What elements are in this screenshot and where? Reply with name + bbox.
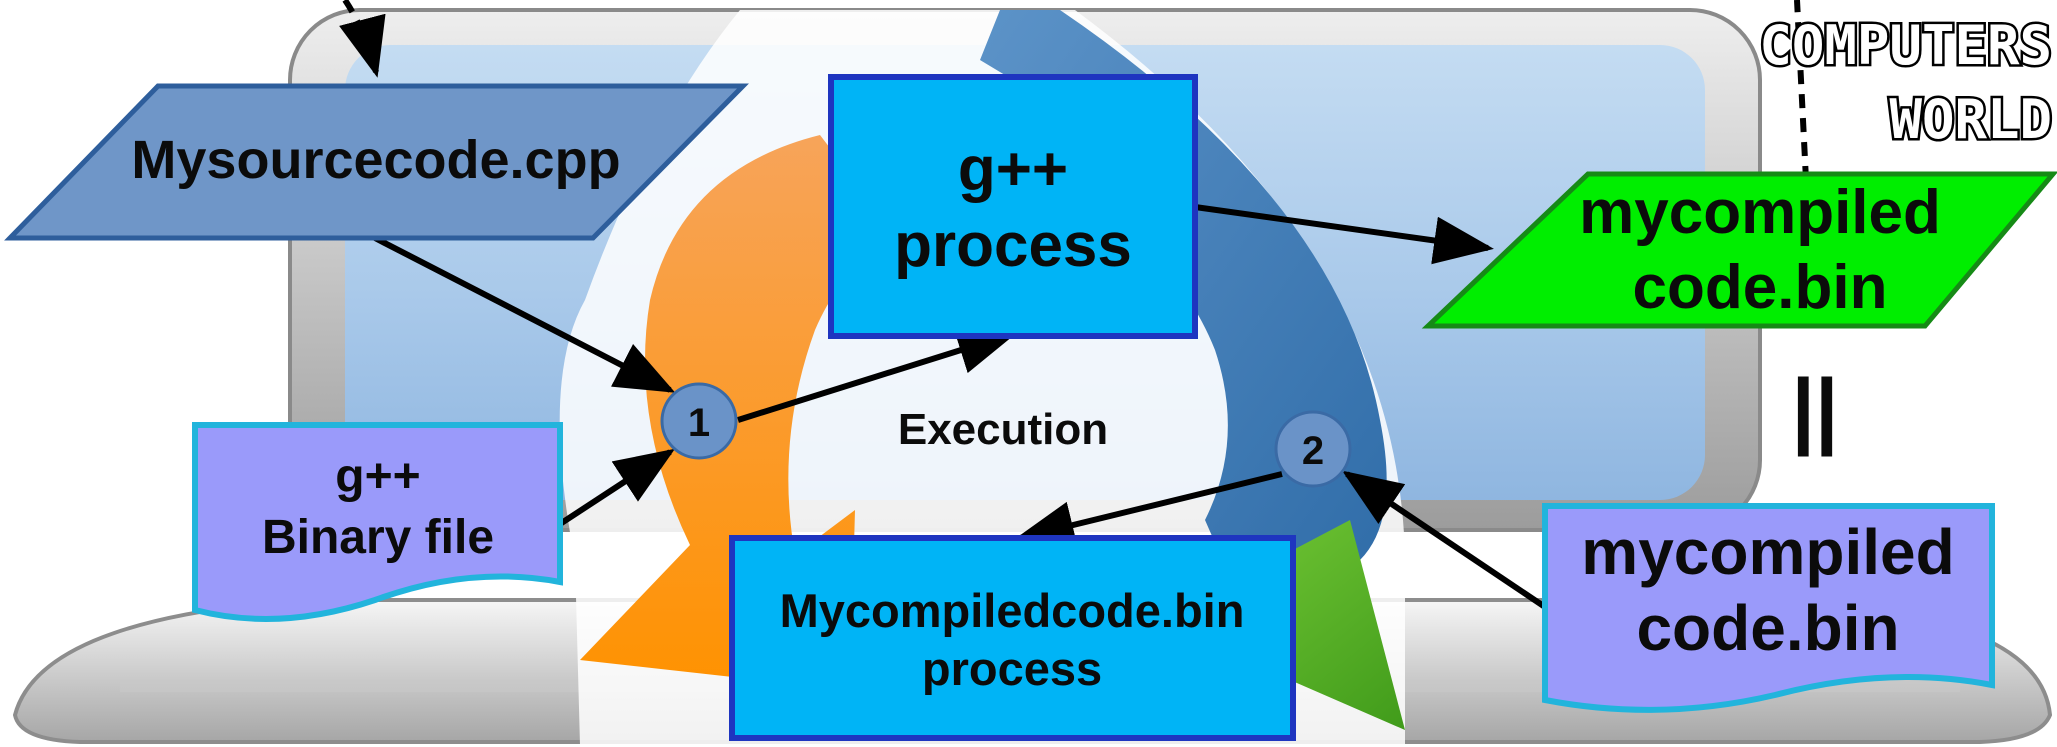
- source-file-label: Mysourcecode.cpp: [131, 130, 620, 190]
- compiled-output-line1: mycompiled: [1579, 178, 1941, 247]
- arrow-step2-to-runtime: [1014, 471, 1283, 549]
- gpp-process-box: [828, 74, 1198, 339]
- step2-circle: [1274, 410, 1352, 488]
- source-file-node: Mysourcecode.cpp: [4, 83, 749, 241]
- computers-world-logo: COMPUTERS WORLD: [1757, 12, 2055, 154]
- source-file-shape: [4, 83, 749, 241]
- gpp-binary-line1: g++: [335, 450, 420, 503]
- gpp-process-line1: g++: [958, 135, 1068, 204]
- arrow-gpp-to-output: [1194, 204, 1494, 265]
- step1-label: 1: [688, 401, 710, 445]
- gpp-process-line2: process: [894, 211, 1132, 280]
- logo-line2: WORLD: [1889, 88, 2052, 151]
- arrow-step1-to-gpp: [737, 327, 1018, 423]
- step2-label: 2: [1302, 429, 1324, 473]
- compiled-file-line2: code.bin: [1636, 592, 1899, 664]
- gpp-binary-node: g++ Binary file: [192, 422, 563, 622]
- connectors: [339, 0, 1809, 610]
- compiled-output-line2: code.bin: [1633, 253, 1888, 322]
- dashed-arrow-top-left: [339, 0, 386, 78]
- runtime-process-node: Mycompiledcode.bin process: [729, 535, 1296, 741]
- compiled-output-node: mycompiled code.bin: [1421, 171, 2057, 329]
- gpp-binary-shape: [192, 422, 563, 622]
- step1-circle: [660, 382, 738, 460]
- step2-node: 2: [1274, 410, 1352, 488]
- gpp-binary-line2: Binary file: [262, 511, 494, 564]
- runtime-process-box: [729, 535, 1296, 741]
- compiled-output-shape: [1421, 171, 2057, 329]
- step1-node: 1: [660, 382, 738, 460]
- arrow-binary-to-step1: [558, 448, 676, 527]
- compiled-file-node: mycompiled code.bin: [1542, 503, 1995, 713]
- runtime-process-line1: Mycompiledcode.bin: [780, 584, 1245, 637]
- arrow-source-to-step1: [373, 235, 676, 393]
- dashed-line-top-right: [1794, 0, 1809, 181]
- compiled-file-line1: mycompiled: [1581, 516, 1954, 588]
- gpp-process-node: g++ process: [828, 74, 1198, 339]
- arrow-file-to-step2: [1342, 470, 1547, 610]
- logo-line1: COMPUTERS: [1759, 14, 2052, 77]
- equals-mark: ||: [1791, 362, 1838, 457]
- execution-label: Execution: [898, 405, 1108, 454]
- runtime-process-line2: process: [922, 642, 1102, 695]
- compiled-file-shape: [1542, 503, 1995, 713]
